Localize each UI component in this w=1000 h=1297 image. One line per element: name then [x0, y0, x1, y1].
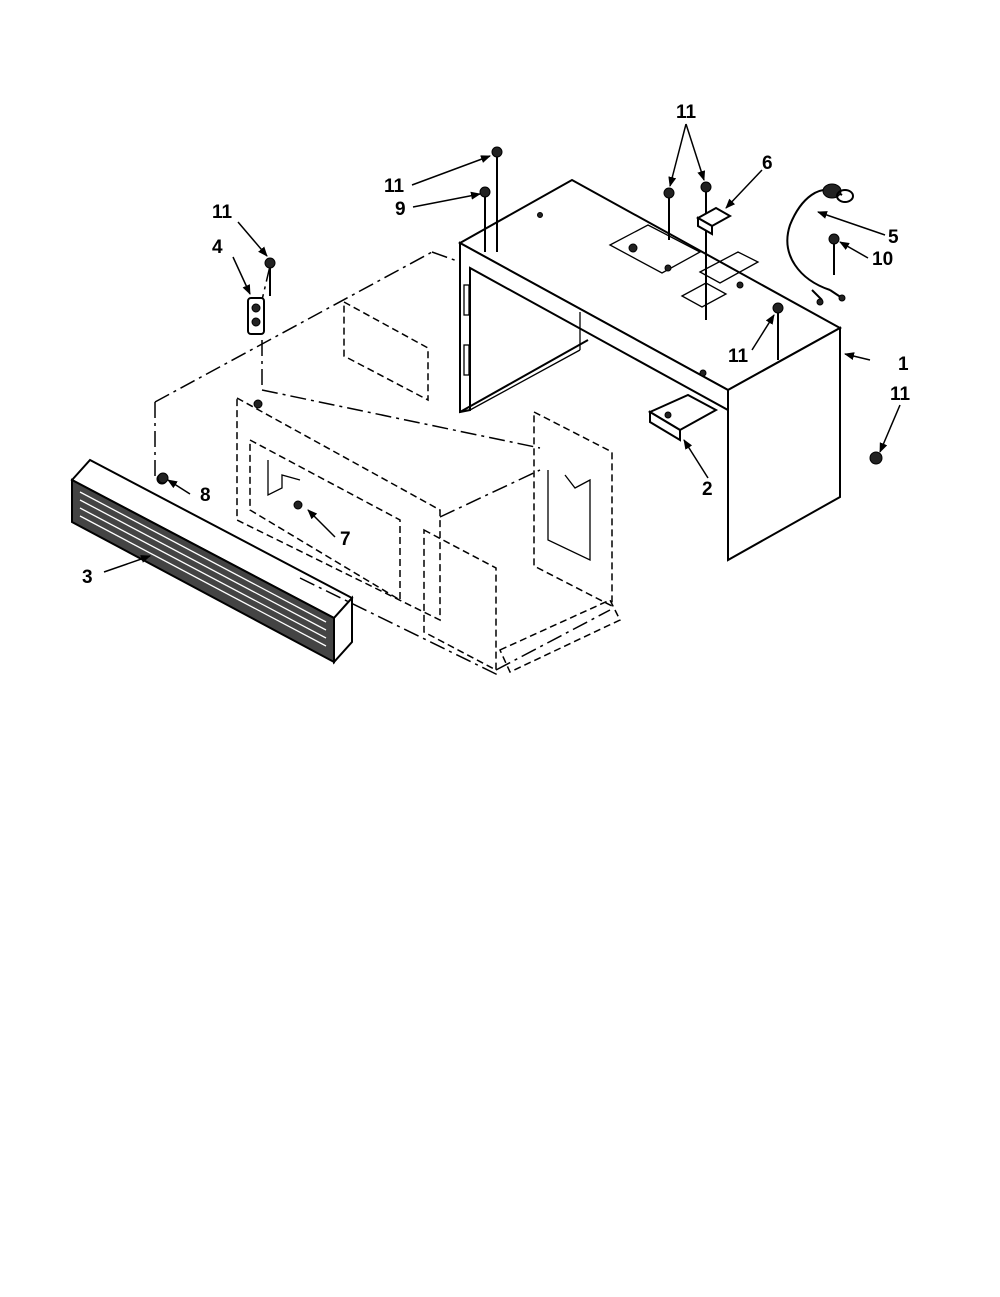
cabinet-housing	[457, 178, 843, 562]
clamp-part	[695, 206, 733, 236]
label-part-5: 5	[888, 227, 899, 248]
wire-harness	[786, 183, 854, 306]
label-part-2: 2	[702, 479, 713, 500]
label-part-6: 6	[762, 153, 773, 174]
label-part-1: 1	[898, 354, 909, 375]
label-part-11-left: 11	[212, 202, 233, 223]
label-part-10: 10	[872, 249, 893, 270]
vent-grille	[70, 458, 354, 665]
label-part-7: 7	[340, 529, 351, 550]
label-part-9: 9	[395, 199, 406, 220]
label-part-11-mid-right: 11	[728, 346, 749, 367]
label-part-4: 4	[212, 237, 223, 258]
label-part-3: 3	[82, 567, 93, 588]
assembly-dash-lines	[154, 251, 611, 677]
fastener-part	[157, 472, 169, 484]
rear-panel	[236, 300, 622, 674]
label-part-11-top-right: 11	[676, 102, 697, 123]
mounting-bracket	[647, 393, 719, 442]
label-part-8: 8	[200, 485, 211, 506]
part-labels: 1 2 3 4 5 6 7 8 9 10 11 11 11 11 11	[82, 102, 911, 588]
leader-lines	[103, 123, 901, 573]
label-part-11-far-right: 11	[890, 384, 911, 405]
hinge-part	[247, 257, 276, 335]
label-part-11-top-center: 11	[384, 176, 405, 197]
